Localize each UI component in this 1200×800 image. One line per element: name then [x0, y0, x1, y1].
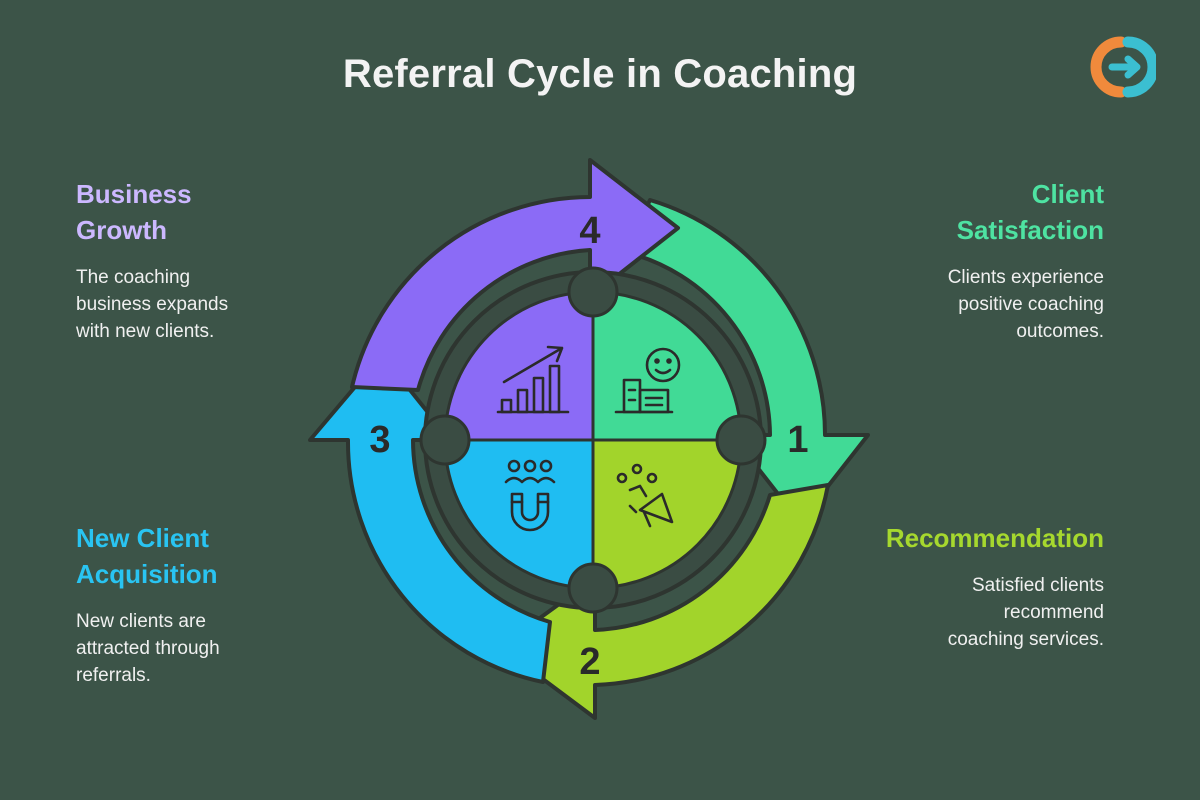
description-line: Clients experience	[947, 267, 1104, 288]
step-heading: Recommendation	[844, 520, 1104, 556]
description-line: coaching services.	[947, 629, 1104, 650]
step-number-2: 2	[579, 641, 600, 683]
description-line: business expands	[76, 294, 229, 315]
step-description: The coaching business expands with new c…	[76, 264, 336, 345]
cycle-arrow-1	[623, 198, 870, 524]
step-description: New clients are attracted through referr…	[76, 608, 336, 689]
step-new-client-acquisition: New Client Acquisition New clients are a…	[76, 520, 336, 689]
description-line: Satisfied clients	[971, 575, 1104, 596]
description-line: recommend	[1003, 602, 1104, 623]
step-number-4: 4	[579, 210, 600, 252]
ring-notch	[715, 414, 767, 466]
ring-notch	[567, 562, 619, 614]
quadrant-satisfaction	[591, 290, 743, 442]
description-line: outcomes.	[1016, 321, 1104, 342]
heading-line: Recommendation	[885, 523, 1104, 553]
smiley-building-icon	[614, 347, 681, 414]
page-title: Referral Cycle in Coaching	[342, 52, 858, 96]
description-line: referrals.	[76, 665, 151, 686]
quadrant-recommendation	[591, 438, 743, 590]
step-number-3: 3	[369, 419, 390, 461]
description-line: New clients are	[76, 611, 206, 632]
cycle-arrow-2	[498, 483, 830, 720]
step-heading: Business Growth	[76, 176, 336, 248]
ring-notch	[567, 266, 619, 318]
step-number-1: 1	[787, 419, 808, 461]
step-client-satisfaction: Client Satisfaction Clients experience p…	[844, 176, 1104, 345]
description-line: The coaching	[76, 267, 191, 288]
heading-line: Satisfaction	[956, 215, 1104, 245]
referral-cycle-diagram: 1 2 3 4	[308, 158, 870, 720]
step-business-growth: Business Growth The coaching business ex…	[76, 176, 336, 345]
brand-logo-icon	[1090, 36, 1156, 98]
magnet-people-icon	[504, 459, 556, 532]
step-recommendation: Recommendation Satisfied clients recomme…	[844, 520, 1104, 653]
description-line: positive coaching	[958, 294, 1104, 315]
step-heading: New Client Acquisition	[76, 520, 336, 592]
step-heading: Client Satisfaction	[844, 176, 1104, 248]
heading-line: Acquisition	[76, 559, 218, 589]
cycle-arrow-3	[308, 353, 552, 684]
description-line: with new clients.	[76, 321, 215, 342]
quadrant-growth	[443, 290, 595, 442]
growth-chart-icon	[496, 345, 570, 414]
step-description: Clients experience positive coaching out…	[844, 264, 1104, 345]
ring-notch	[419, 414, 471, 466]
cycle-arrow-4	[350, 158, 680, 392]
heading-line: Business	[76, 179, 192, 209]
heading-line: Growth	[76, 215, 167, 245]
step-description: Satisfied clients recommend coaching ser…	[844, 572, 1104, 653]
megaphone-people-icon	[616, 463, 674, 528]
heading-line: Client	[1031, 179, 1104, 209]
heading-line: New Client	[76, 523, 209, 553]
description-line: attracted through	[76, 638, 220, 659]
